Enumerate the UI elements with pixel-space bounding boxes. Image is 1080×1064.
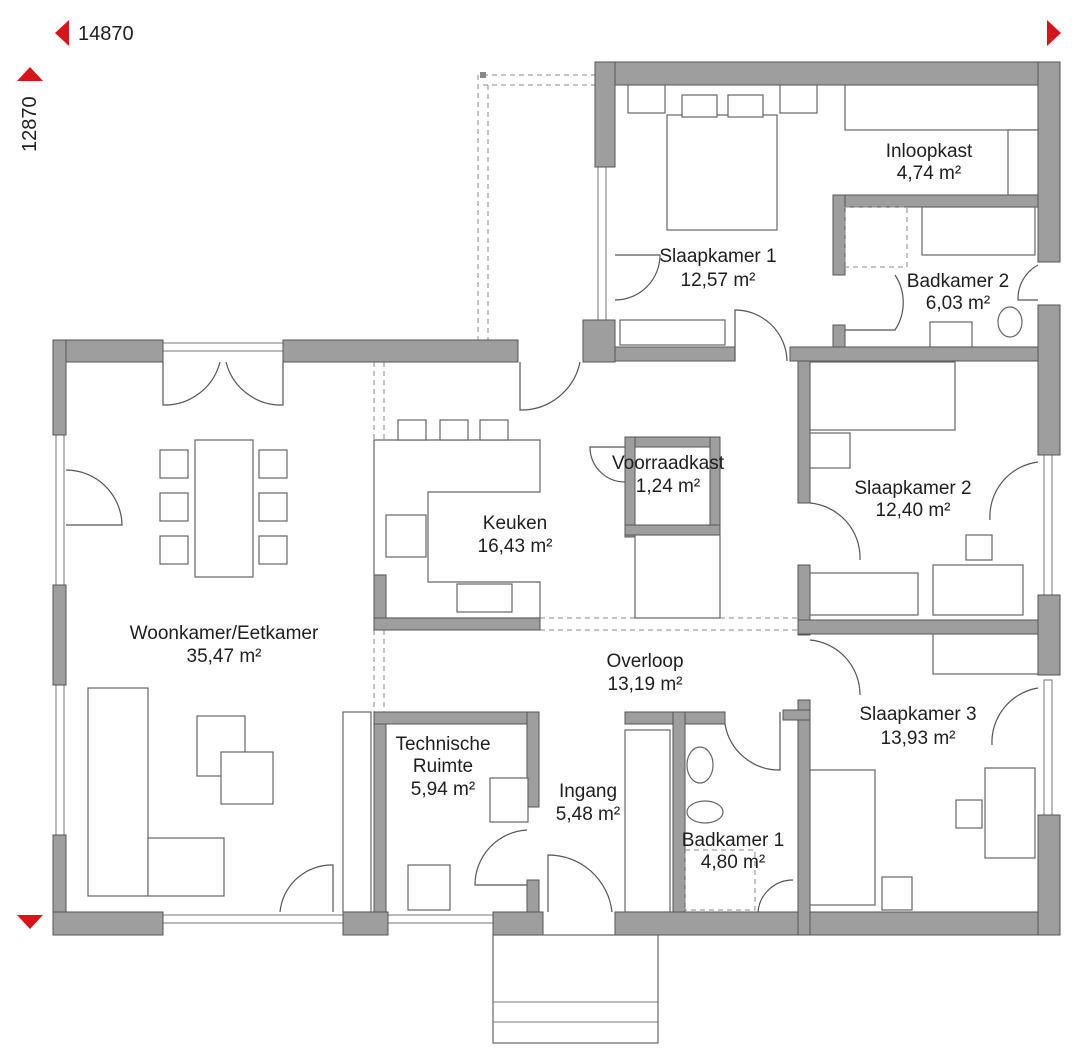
arrow-up-marker xyxy=(17,67,43,81)
room-area-keuken: 16,43 m² xyxy=(478,536,553,557)
room-area-overloop: 13,19 m² xyxy=(608,674,683,695)
room-area-technische: 5,94 m² xyxy=(411,779,475,800)
french-door-right xyxy=(225,361,284,406)
pantry-shelf xyxy=(634,534,721,619)
bed-slaapkamer3 xyxy=(809,769,876,906)
bathtub xyxy=(921,206,1036,256)
room-name-slaapkamer2: Slaapkamer 2 xyxy=(854,478,971,499)
storage-cabinet xyxy=(342,711,372,913)
room-name-slaapkamer3: Slaapkamer 3 xyxy=(859,704,976,725)
width-dimension: 14870 xyxy=(78,23,134,45)
bed-slaapkamer2 xyxy=(809,361,956,431)
room-name-woonkamer: Woonkamer/Eetkamer xyxy=(130,623,319,644)
room-name-inloopkast: Inloopkast xyxy=(886,141,973,162)
badkamer2-door xyxy=(845,274,904,331)
desk xyxy=(489,777,529,823)
cooktop xyxy=(385,514,427,558)
room-name-slaapkamer1: Slaapkamer 1 xyxy=(659,246,776,267)
shower xyxy=(844,206,908,268)
room-area-badkamer1: 4,80 m² xyxy=(701,852,765,873)
room-area-voorraadkast: 1,24 m² xyxy=(636,476,700,497)
slaapkamer3-door xyxy=(809,639,861,696)
arrow-left-marker xyxy=(55,20,69,46)
slaapkamer2-door xyxy=(809,502,861,561)
slaapkamer1-door xyxy=(734,309,788,362)
room-name-voorraadkast: Voorraadkast xyxy=(612,453,725,474)
sofa xyxy=(87,687,149,897)
walls xyxy=(52,61,1061,936)
badkamer1-door xyxy=(724,712,781,771)
slaapkamer1-entry-door xyxy=(614,254,661,301)
room-area-slaapkamer1: 12,57 m² xyxy=(681,270,756,291)
bath1-shower-door xyxy=(757,879,794,913)
double-bed xyxy=(666,114,778,231)
room-area-slaapkamer2: 12,40 m² xyxy=(876,500,951,521)
dining-table xyxy=(194,439,254,578)
living-door xyxy=(65,469,123,526)
dresser xyxy=(619,319,726,346)
room-name-badkamer1: Badkamer 1 xyxy=(682,830,784,851)
room-area-inloopkast: 4,74 m² xyxy=(897,163,961,184)
wardrobe xyxy=(624,729,671,913)
room-area-badkamer2: 6,03 m² xyxy=(926,293,990,314)
arrow-down-marker xyxy=(17,915,43,929)
washing-machine xyxy=(407,864,451,911)
closet xyxy=(844,84,1039,131)
room-area-slaapkamer3: 13,93 m² xyxy=(881,728,956,749)
height-dimension: 12870 xyxy=(19,96,41,152)
bath1-sink xyxy=(686,746,714,784)
voorraadkast-door xyxy=(589,446,626,483)
bath1-toilet xyxy=(686,800,724,824)
room-area-woonkamer: 35,47 m² xyxy=(187,646,262,667)
room-name-overloop: Overloop xyxy=(606,651,683,672)
slaapkamer2-balcony-door xyxy=(989,461,1039,521)
room-area-ingang: 5,48 m² xyxy=(556,804,620,825)
kitchen-sink xyxy=(456,583,513,613)
room-name-keuken: Keuken xyxy=(483,513,547,534)
bath2-outer-door xyxy=(1017,264,1039,301)
room-name-badkamer2: Badkamer 2 xyxy=(907,271,1009,292)
furniture xyxy=(87,84,1039,1044)
slaapkamer3-balcony-door xyxy=(991,687,1039,746)
entrance-steps xyxy=(492,934,659,1044)
terrace-door xyxy=(279,864,334,913)
room-name-technische-2: Ruimte xyxy=(413,756,473,777)
french-door-left xyxy=(162,361,221,406)
toilet xyxy=(997,306,1023,338)
kitchen-island xyxy=(373,439,541,619)
sink xyxy=(929,321,973,348)
doors xyxy=(65,254,1039,913)
room-name-technische-1: Technische xyxy=(395,734,490,755)
technische-door xyxy=(474,829,528,886)
kitchen-door xyxy=(519,361,581,411)
arrow-right-marker xyxy=(1047,20,1061,46)
room-labels: Inloopkast 4,74 m² Slaapkamer 1 12,57 m²… xyxy=(130,141,1010,873)
front-door xyxy=(547,854,613,913)
room-name-ingang: Ingang xyxy=(559,781,617,802)
